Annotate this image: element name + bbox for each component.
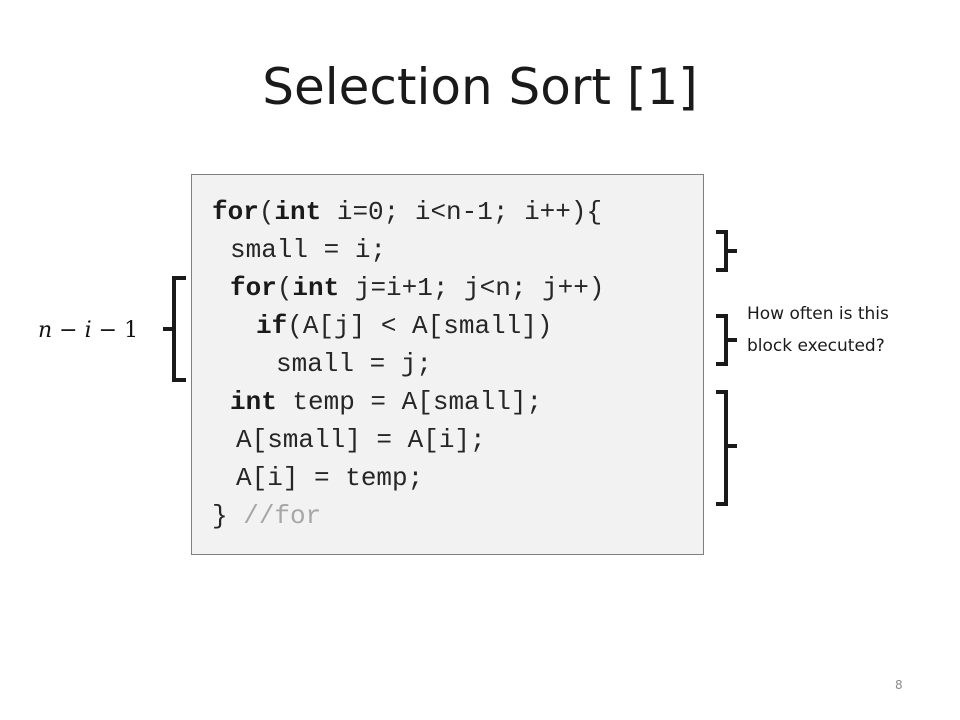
code-line-swap-1: A[small] = A[i]; <box>236 425 486 455</box>
code-line-swap-2: A[i] = temp; <box>236 463 424 493</box>
keyword-if: if <box>256 311 288 341</box>
keyword-int: int <box>292 273 340 303</box>
code-line-inner-for: for(int j=i+1; j<n; j++) <box>230 273 605 303</box>
right-bracket-small-i <box>716 230 737 272</box>
code-comment: //for <box>243 501 322 531</box>
keyword-for: for <box>230 273 277 303</box>
inner-loop-count-formula: n − i − 1 <box>38 318 139 343</box>
right-bracket-swap <box>716 390 737 506</box>
code-line-small-j: small = j; <box>276 349 433 379</box>
code-line-temp: int temp = A[small]; <box>230 387 543 417</box>
code-line-if: if(A[j] < A[small]) <box>256 311 553 341</box>
keyword-int: int <box>230 387 277 417</box>
slide-title: Selection Sort [1] <box>262 58 698 116</box>
keyword-for: for <box>212 197 259 227</box>
page-number: 8 <box>895 678 903 692</box>
question-text: How often is this block executed? <box>747 304 889 356</box>
code-line-outer-for: for(int i=0; i<n-1; i++){ <box>212 197 603 227</box>
right-bracket-inner-loop <box>716 314 737 366</box>
code-block: for(int i=0; i<n-1; i++){ small = i; for… <box>191 174 704 555</box>
left-bracket <box>163 276 186 382</box>
code-line-small-i: small = i; <box>230 235 387 265</box>
keyword-int: int <box>274 197 322 227</box>
code-line-close: } //for <box>212 501 322 531</box>
